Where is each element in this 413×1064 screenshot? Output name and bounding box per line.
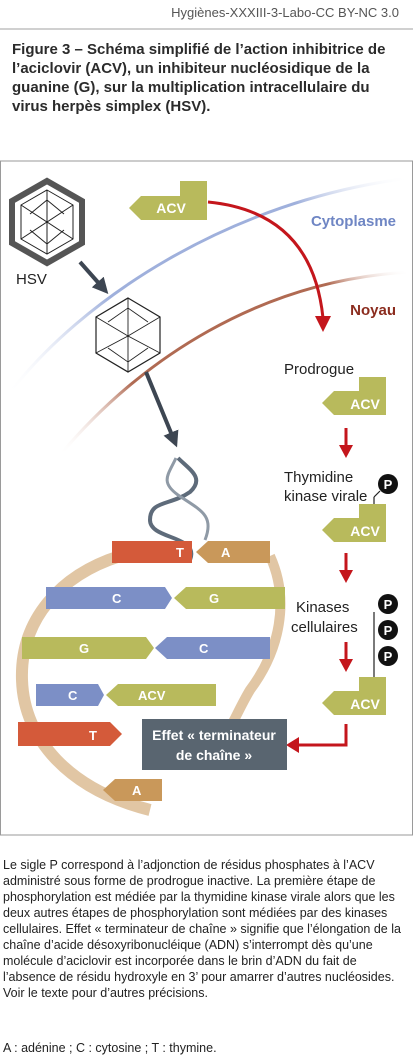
effet-label-2: de chaîne » <box>176 747 252 763</box>
acv-prodrug <box>322 377 386 415</box>
nucleus-entry-arrow <box>144 371 179 448</box>
base-acv-row4 <box>106 684 216 706</box>
figure-title: Figure 3 – Schéma simplifié de l’action … <box>12 41 386 115</box>
acv-mono-label: ACV <box>350 523 380 539</box>
step2-arrowhead <box>339 570 353 583</box>
phosphate-icon-4 <box>378 646 398 666</box>
incorporation-arrowhead <box>286 737 299 753</box>
acv-triphosphate <box>322 677 386 715</box>
base-t-row1-label: T <box>176 545 184 560</box>
dna-tail <box>147 456 199 561</box>
base-c-row2-label: C <box>112 591 122 606</box>
base-t-row5-label: T <box>89 728 97 743</box>
thymidine-label-2: kinase virale <box>284 488 367 505</box>
entry-arrow <box>78 260 109 294</box>
effet-label-1: Effet « terminateur <box>152 727 276 743</box>
dna-helix <box>15 541 286 816</box>
base-a-row1 <box>196 541 270 563</box>
base-c-row3 <box>155 637 270 659</box>
uptake-arrow <box>207 200 325 319</box>
uptake-arrowhead <box>315 316 331 332</box>
base-c-row4 <box>36 684 104 706</box>
phosphate-icon-1 <box>378 474 398 494</box>
incorporation-arrow <box>298 724 348 747</box>
acv-monophosphate <box>322 504 386 542</box>
base-c-row4-label: C <box>68 688 78 703</box>
kinases-label-2: cellulaires <box>291 619 358 636</box>
credit-line: Hygiènes-XXXIII-3-Labo-CC BY-NC 3.0 <box>171 5 399 20</box>
capsid-icon <box>95 297 161 373</box>
phosphate-2-label: P <box>384 597 393 612</box>
acv-molecule-top <box>129 181 207 220</box>
phosphate-4-label: P <box>384 649 393 664</box>
base-c-row2 <box>46 587 172 609</box>
noyau-label: Noyau <box>350 302 396 319</box>
dna-tail-secondary <box>165 457 210 541</box>
base-g-row3 <box>22 637 154 659</box>
base-g-row3-label: G <box>79 641 89 656</box>
figure-legend: A : adénine ; C : cytosine ; T : thymine… <box>3 1041 217 1055</box>
base-g-row2 <box>174 587 285 609</box>
base-g-row2-label: G <box>209 591 219 606</box>
nucleus-membrane <box>58 270 411 456</box>
hsv-label: HSV <box>16 271 47 288</box>
base-a-row6 <box>103 779 162 801</box>
figure-diagram: Cytoplasme Noyau HSV T <box>0 160 413 836</box>
header-divider <box>0 28 413 30</box>
chain-terminator-box <box>142 719 287 770</box>
phosphate-3-label: P <box>384 623 393 638</box>
step1-arrowhead <box>339 445 353 458</box>
phosphate-1-label: P <box>384 477 393 492</box>
base-a-row6-label: A <box>132 783 142 798</box>
cytoplasme-label: Cytoplasme <box>311 213 396 230</box>
base-a-row1-label: A <box>221 545 231 560</box>
base-c-row3-label: C <box>199 641 209 656</box>
base-t-row5 <box>18 722 122 746</box>
figure-caption: Le sigle P correspond à l’adjonction de … <box>3 858 401 1000</box>
step3-arrowhead <box>339 659 353 672</box>
acv-tri-label: ACV <box>350 696 380 712</box>
thymidine-label-1: Thymidine <box>284 469 353 486</box>
acv-prodrug-label: ACV <box>350 396 380 412</box>
prodrogue-label: Prodrogue <box>284 361 354 378</box>
base-t-row1 <box>112 541 192 563</box>
kinases-label-1: Kinases <box>296 599 349 616</box>
acv-top-label: ACV <box>156 200 186 216</box>
base-acv-row4-label: ACV <box>138 688 166 703</box>
hsv-virus-icon <box>9 177 85 267</box>
diagram-svg: Cytoplasme Noyau HSV T <box>0 160 413 836</box>
phosphate-icon-3 <box>378 620 398 640</box>
phosphate-icon-2 <box>378 594 398 614</box>
cytoplasm-membrane <box>6 176 411 396</box>
